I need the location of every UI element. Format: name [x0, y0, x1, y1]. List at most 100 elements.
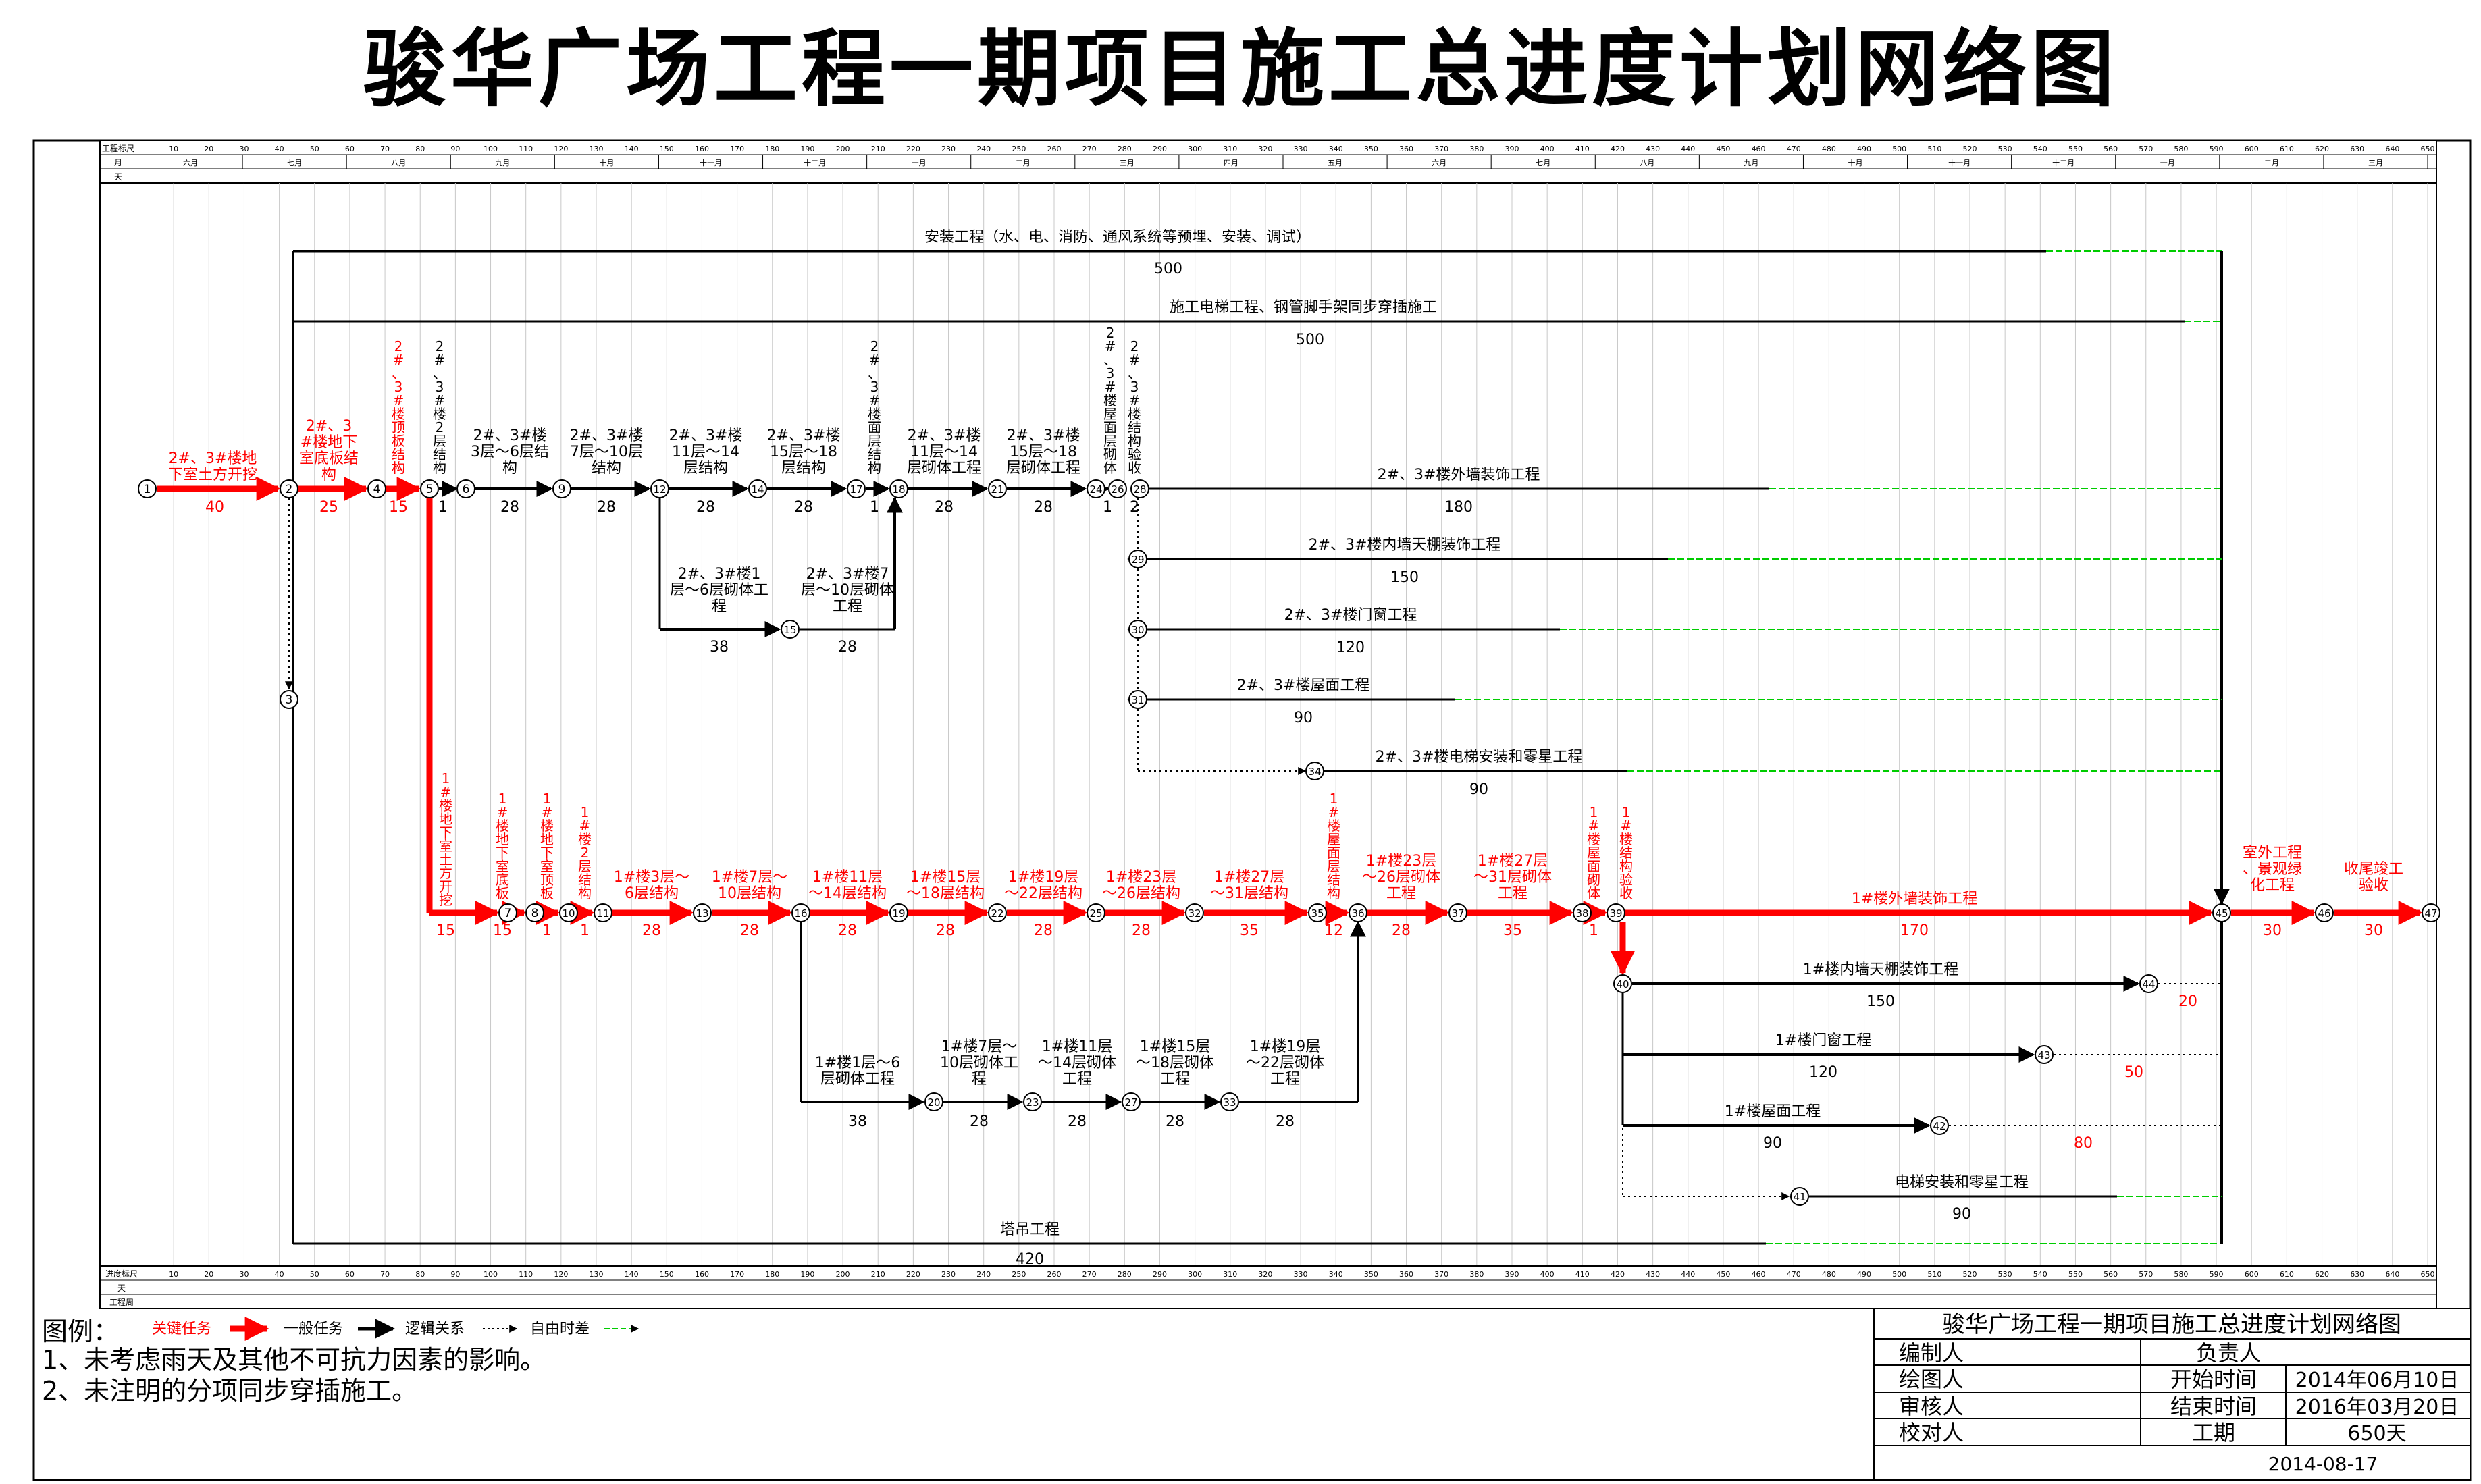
- duration-label: 28: [1276, 1113, 1295, 1130]
- scale-tick: 470: [1787, 144, 1801, 153]
- scale-tick: 500: [1892, 1270, 1906, 1279]
- month-label: 八月: [391, 159, 406, 167]
- scale-tick: 310: [1223, 1270, 1237, 1279]
- task-label: 2#、3#楼内墙天棚装饰工程: [1309, 537, 1501, 554]
- scale-tick: 120: [554, 1270, 568, 1279]
- scale-tick: 30: [239, 1270, 249, 1279]
- scale-tick: 270: [1082, 1270, 1097, 1279]
- scale-tick: 500: [1892, 144, 1906, 153]
- duration-label: 90: [1952, 1206, 1971, 1223]
- node-circle: [1087, 903, 1105, 922]
- node-number: 12: [653, 483, 666, 496]
- duration-label: 120: [1809, 1064, 1837, 1081]
- scale-tick: 280: [1118, 144, 1132, 153]
- network-node: 29: [1128, 550, 1147, 568]
- task-label: 1#楼地下室顶板: [540, 791, 554, 901]
- scale-tick: 100: [484, 144, 498, 153]
- network-node: 47: [2422, 903, 2440, 922]
- duration-label: 12: [1324, 922, 1343, 939]
- scale-tick: 220: [906, 144, 920, 153]
- network-node: 23: [1023, 1092, 1042, 1111]
- node-number: 42: [1933, 1120, 1945, 1132]
- start-value: 2014年06月10日: [2295, 1369, 2459, 1392]
- track-label: 施工电梯工程、钢管脚手架同步穿插施工: [1170, 299, 1437, 316]
- legend-float-label: 自由时差: [530, 1321, 590, 1337]
- scale-tick: 330: [1294, 144, 1308, 153]
- scale-row-label: 天: [117, 1283, 126, 1293]
- legend-note-2: 2、未注明的分项同步穿插施工。: [42, 1376, 417, 1406]
- track-label: 塔吊工程: [1000, 1221, 1060, 1238]
- duration-label: 1: [1589, 922, 1598, 939]
- scale-tick: 200: [836, 144, 850, 153]
- scale-tick: 70: [380, 144, 390, 153]
- legend-logic-label: 逻辑关系: [405, 1321, 465, 1337]
- node-number: 43: [2037, 1049, 2050, 1061]
- node-number: 19: [892, 907, 905, 920]
- node-circle: [1023, 1092, 1042, 1111]
- node-circle: [1349, 903, 1367, 922]
- scale-tick: 160: [695, 1270, 709, 1279]
- duration-label: 90: [1469, 781, 1488, 798]
- node-circle: [280, 690, 298, 709]
- scale-tick: 170: [730, 1270, 744, 1279]
- scale-tick: 610: [2280, 144, 2294, 153]
- drawing-date: 2014-08-17: [2268, 1453, 2378, 1475]
- duration-label: 工期: [2192, 1420, 2235, 1446]
- node-number: 5: [426, 483, 434, 496]
- duration-label: 28: [838, 922, 857, 939]
- scale-tick: 350: [1364, 1270, 1378, 1279]
- scale-row-label: 进度标尺: [105, 1269, 138, 1279]
- node-number: 21: [991, 483, 1003, 496]
- network-node: 7: [498, 903, 517, 922]
- start-label: 开始时间: [2170, 1367, 2257, 1392]
- track-label: 安装工程（水、电、消防、通风系统等预埋、安装、调试）: [924, 229, 1311, 246]
- scale-tick: 90: [450, 144, 460, 153]
- month-label: 九月: [495, 159, 510, 167]
- node-number: 26: [1111, 483, 1124, 496]
- scale-tick: 180: [765, 144, 779, 153]
- network-node: 2: [280, 479, 298, 498]
- task-label: 电梯安装和零星工程: [1895, 1174, 2029, 1191]
- end-label: 结束时间: [2170, 1394, 2257, 1419]
- network-node: 18: [889, 479, 908, 498]
- duration-label: 28: [936, 922, 955, 939]
- node-circle: [1128, 620, 1147, 639]
- node-circle: [456, 479, 475, 498]
- network-node: 40: [1613, 974, 1632, 993]
- node-circle: [1790, 1187, 1809, 1206]
- node-circle: [280, 479, 298, 498]
- task-label: 2#、3#楼屋面层砌体: [1103, 325, 1117, 476]
- scale-tick: 220: [906, 1270, 920, 1279]
- node-circle: [367, 479, 386, 498]
- node-circle: [1130, 479, 1149, 498]
- task-label: 1#楼27层～31层结构: [1210, 869, 1288, 902]
- scale-tick: 530: [1998, 1270, 2012, 1279]
- scale-tick: 590: [2210, 144, 2224, 153]
- scale-tick: 120: [554, 144, 568, 153]
- scale-tick: 50: [310, 1270, 319, 1279]
- scale-tick: 390: [1505, 1270, 1519, 1279]
- scale-tick: 60: [345, 144, 355, 153]
- node-number: 8: [531, 907, 539, 920]
- scale-tick: 370: [1434, 144, 1448, 153]
- month-label: 七月: [1536, 159, 1550, 167]
- duration-value: 650天: [2347, 1422, 2406, 1446]
- network-node: 1: [138, 479, 157, 498]
- node-circle: [1448, 903, 1467, 922]
- network-node: 42: [1930, 1116, 1949, 1135]
- duration-label: 28: [1132, 922, 1151, 939]
- scale-tick: 60: [345, 1270, 355, 1279]
- node-number: 6: [463, 483, 470, 496]
- node-number: 23: [1026, 1096, 1039, 1109]
- scale-tick: 240: [976, 144, 991, 153]
- task-label: 1#楼外墙装饰工程: [1852, 891, 1977, 907]
- task-label: 1#楼屋面工程: [1725, 1103, 1821, 1120]
- node-circle: [781, 620, 800, 639]
- scale-tick: 360: [1399, 144, 1413, 153]
- duration-label: 28: [838, 639, 857, 656]
- network-node: 37: [1448, 903, 1467, 922]
